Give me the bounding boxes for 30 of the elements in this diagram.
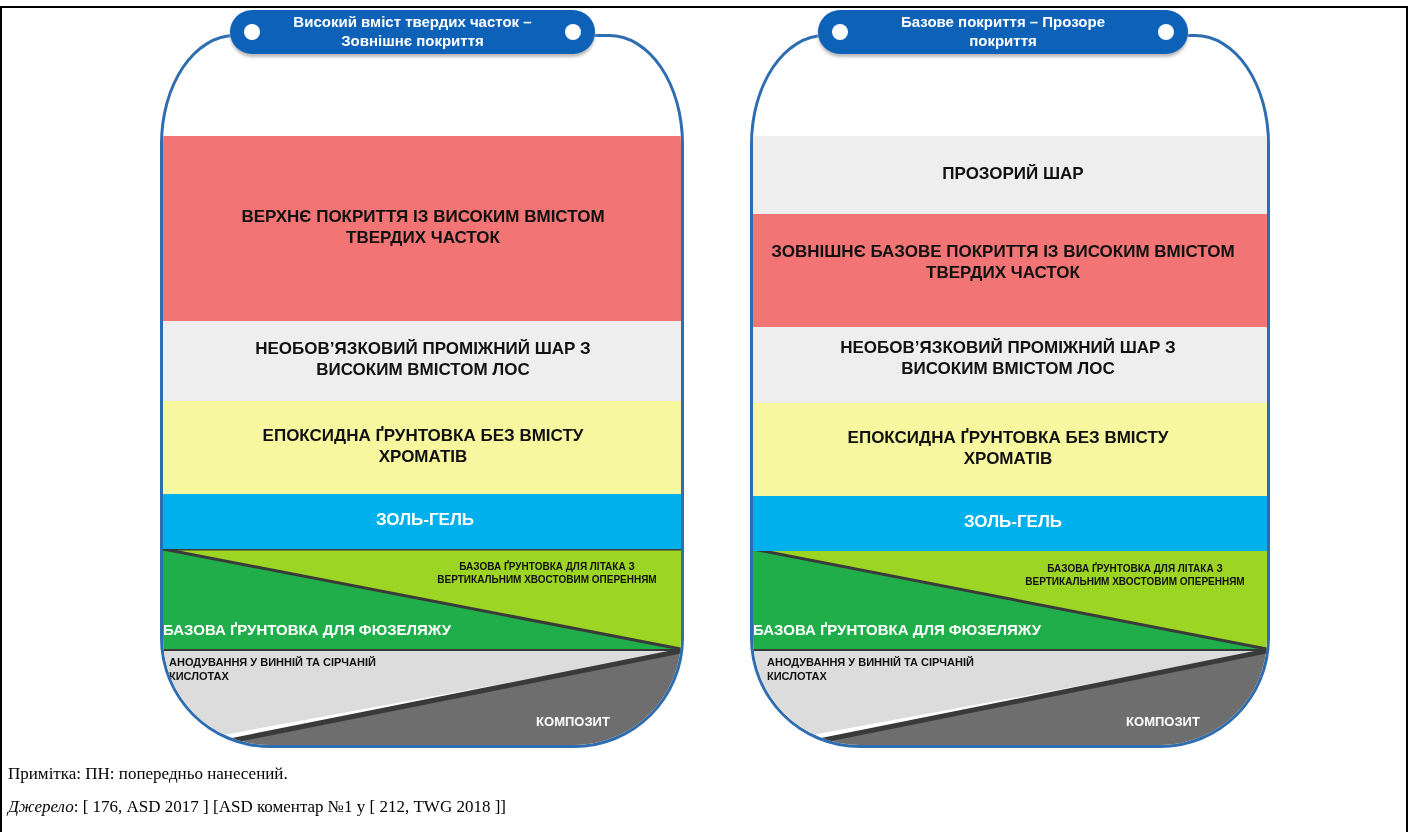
title-tag: Базове покриття – Прозоре покриття bbox=[818, 10, 1188, 54]
coating-layer bbox=[753, 136, 1267, 214]
coating-layer bbox=[753, 403, 1267, 496]
layer-label: БАЗОВА ҐРУНТОВКА ДЛЯ ЛІТАКА З ВЕРТИКАЛЬНИМ ХВОСТОВИМ ОПЕРЕННЯМ bbox=[1024, 563, 1246, 588]
coating-layer bbox=[753, 496, 1267, 551]
layer-label: КОМПОЗИТ bbox=[1125, 714, 1201, 731]
layer-label: БАЗОВА ҐРУНТОВКА ДЛЯ ФЮЗЕЛЯЖУ bbox=[163, 621, 453, 640]
layer-label: БАЗОВА ҐРУНТОВКА ДЛЯ ЛІТАКА З ВЕРТИКАЛЬНИМ ХВОСТОВИМ ОПЕРЕННЯМ bbox=[436, 561, 658, 586]
coating-layer bbox=[163, 136, 681, 321]
coating-layer bbox=[163, 401, 681, 494]
coating-layer bbox=[753, 327, 1267, 403]
layer-label: ЕПОКСИДНА ҐРУНТОВКА БЕЗ ВМІСТУ ХРОМАТІВ bbox=[261, 425, 585, 468]
layer-label: АНОДУВАННЯ У ВИННІЙ ТА СІРЧАНІЙ КИСЛОТАХ bbox=[767, 656, 975, 684]
layer-label: ЗОЛЬ-ГЕЛЬ bbox=[962, 511, 1064, 533]
layer-label: КОМПОЗИТ bbox=[535, 714, 611, 731]
coating-layer bbox=[163, 494, 681, 549]
layer-label: ВЕРХНЄ ПОКРИТТЯ ІЗ ВИСОКИМ ВМІСТОМ ТВЕРДИХ ЧАСТОК bbox=[240, 206, 606, 249]
coating-layer bbox=[163, 321, 681, 401]
layer-label: БАЗОВА ҐРУНТОВКА ДЛЯ ФЮЗЕЛЯЖУ bbox=[753, 621, 1043, 640]
layer-label: АНОДУВАННЯ У ВИННІЙ ТА СІРЧАНІЙ КИСЛОТАХ bbox=[169, 656, 377, 684]
layer-label: ПРОЗОРИЙ ШАР bbox=[941, 163, 1085, 185]
layer-label: ЗОЛЬ-ГЕЛЬ bbox=[374, 509, 476, 531]
note-text: Примітка: ПН: попередньо нанесений. bbox=[8, 764, 288, 784]
layer-label: НЕОБОВ’ЯЗКОВИЙ ПРОМІЖНИЙ ШАР З ВИСОКИМ ВМІСТОМ ЛОС bbox=[254, 338, 592, 381]
layer-label: ЗОВНІШНЄ БАЗОВЕ ПОКРИТТЯ ІЗ ВИСОКИМ ВМІСТОМ ТВЕРДИХ ЧАСТОК bbox=[770, 241, 1236, 284]
source-text: Джерело: [ 176, ASD 2017 ] [ASD коментар №1 у [ 212, TWG 2018 ]] bbox=[8, 797, 506, 817]
layer-label: ЕПОКСИДНА ҐРУНТОВКА БЕЗ ВМІСТУ ХРОМАТІВ bbox=[846, 427, 1170, 470]
coating-layer bbox=[753, 214, 1267, 327]
layer-label: НЕОБОВ’ЯЗКОВИЙ ПРОМІЖНИЙ ШАР З ВИСОКИМ ВМІСТОМ ЛОС bbox=[839, 337, 1177, 380]
title-tag: Високий вміст твердих часток – Зовнішнє покриття bbox=[230, 10, 595, 54]
